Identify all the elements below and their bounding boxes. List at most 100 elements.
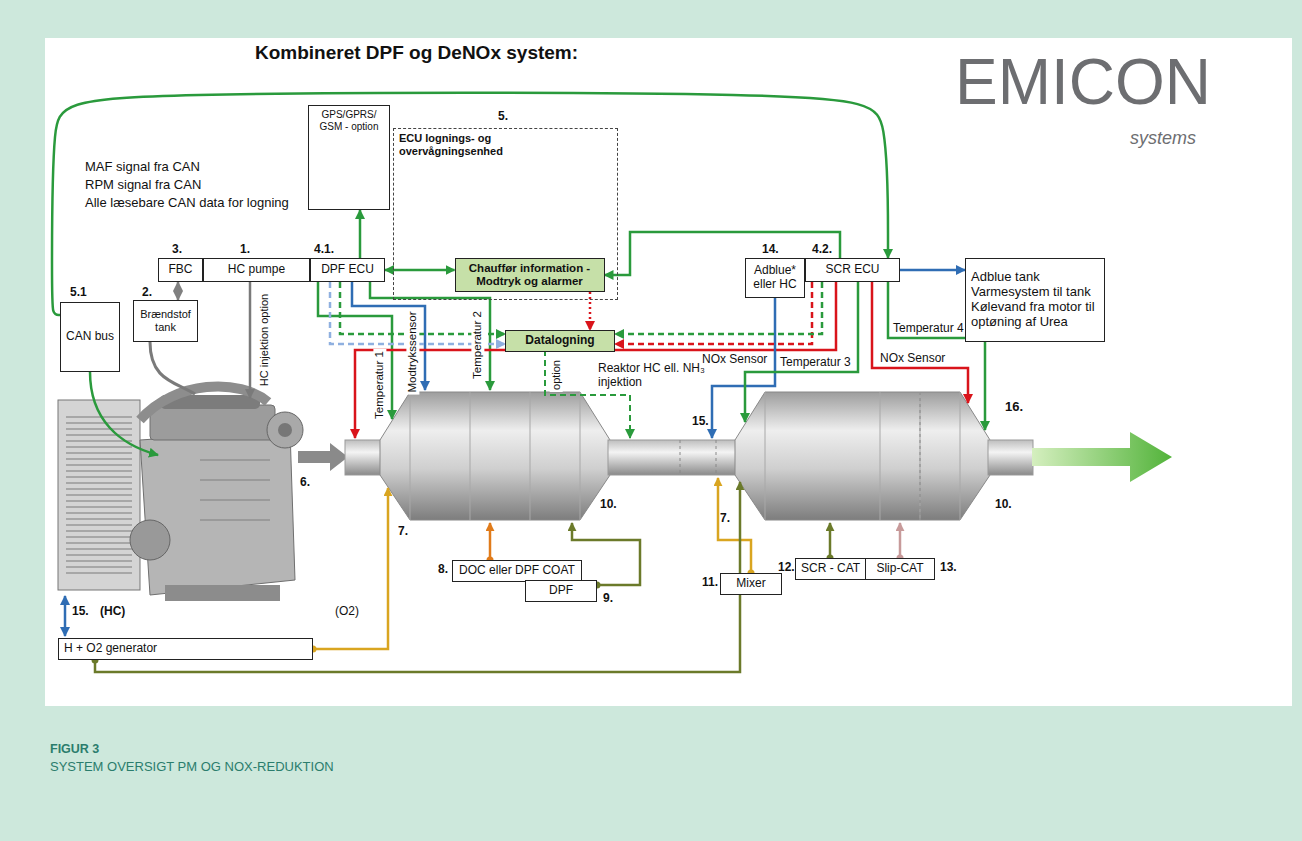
- connector: [52, 93, 888, 315]
- can-wire: [90, 372, 158, 455]
- callout-number: 10.: [995, 498, 1012, 512]
- can-bus-box: CAN bus: [60, 302, 120, 372]
- signal-note: Alle læsebare CAN data for logning: [85, 196, 289, 211]
- radiator-grill: [66, 412, 132, 578]
- callout-number: 6.: [300, 476, 310, 490]
- scr-canister: [735, 392, 990, 520]
- callout-number: 13.: [940, 561, 957, 575]
- figure-panel: [45, 38, 1292, 706]
- node-text: HC pumpe: [228, 263, 285, 277]
- datalog-box: Datalogning: [505, 330, 615, 352]
- callout-number: 2.: [142, 286, 152, 300]
- ecu-box: SCR ECU: [805, 258, 900, 282]
- node-text: Slip-CAT: [876, 562, 923, 576]
- signal-name: NOx Sensor: [700, 353, 769, 367]
- fuel-line: [150, 342, 195, 394]
- inlet-pipe: [345, 440, 385, 475]
- pulley: [130, 520, 170, 560]
- clean-exhaust-arrow: [1032, 432, 1172, 482]
- callout-number: 9.: [603, 592, 613, 606]
- callout-number: 15.: [692, 415, 709, 429]
- turbo-hub: [278, 423, 292, 437]
- callout-number: 5.: [498, 110, 508, 124]
- o2-line: [313, 488, 388, 649]
- figure-caption: SYSTEM OVERSIGT PM OG NOX-REDUKTION: [50, 760, 334, 775]
- dpf-canister: [380, 392, 610, 520]
- block-ribs: [200, 460, 270, 520]
- signal-name: Temperatur 4: [893, 322, 964, 336]
- signal-name: HC injektion option: [258, 294, 271, 386]
- node-text: SCR - CAT: [801, 562, 860, 576]
- oil-pan: [165, 585, 280, 601]
- hc-line: [64, 596, 67, 636]
- leader-line: [572, 523, 640, 585]
- connector: [589, 292, 592, 330]
- injection-line: [712, 298, 775, 438]
- callout-number: 11.: [702, 576, 718, 590]
- callout-number: 4.1.: [314, 243, 334, 257]
- signal-name: Temperatur 3: [780, 356, 851, 370]
- callout-number: 8.: [438, 563, 448, 577]
- node-text: CAN bus: [66, 330, 114, 344]
- cylinder-head: [150, 405, 275, 440]
- connector: [359, 210, 362, 258]
- leader-line: [899, 523, 902, 558]
- pump-box: HC pumpe: [203, 258, 310, 282]
- leader-line: [718, 478, 751, 573]
- signal-name: (O2): [335, 605, 359, 619]
- signal-name: option: [550, 358, 563, 392]
- callout-number: 10.: [600, 498, 617, 512]
- callout-number: 12.: [778, 561, 795, 575]
- node-text: FBC: [169, 263, 193, 277]
- signal-name: Temperatur 2: [471, 309, 484, 381]
- signal-name: Modtrykssensor: [406, 309, 419, 394]
- connector: [385, 269, 455, 272]
- mixer-section: [680, 440, 716, 475]
- logo-subtext: systems: [1130, 128, 1196, 149]
- connector: [177, 282, 180, 300]
- node-text: H + O2 generator: [64, 642, 157, 656]
- tank-info-box: Adblue tank Varmesystem til tank Kølevan…: [965, 258, 1105, 342]
- signal-name: (HC): [100, 605, 125, 619]
- slip-section: [920, 392, 921, 520]
- node-text: Brændstof tank: [139, 308, 192, 333]
- leader-line: [829, 523, 832, 558]
- signal-name: NOx Sensor: [880, 352, 945, 366]
- callout-number: 4.2.: [812, 243, 832, 257]
- node-text: ECU lognings- og overvågningsenhed: [399, 132, 517, 157]
- node-text: DOC eller DPF COAT: [459, 564, 575, 578]
- signal-note: MAF signal fra CAN: [85, 160, 200, 175]
- connector: [900, 269, 965, 272]
- callout-number: 1.: [240, 243, 250, 257]
- signal-name: Temperatur 1: [373, 349, 386, 421]
- generator-box: H + O2 generator: [58, 638, 313, 660]
- callout-number: 5.1: [70, 286, 87, 300]
- node-text: Adblue* eller HC: [751, 264, 799, 292]
- component-box: DPF: [525, 580, 597, 602]
- radiator: [58, 400, 140, 590]
- node-text: Mixer: [736, 577, 765, 591]
- driver-info-box: Chauffør information - Modtryk og alarme…: [455, 258, 605, 292]
- callout-number: 3.: [172, 243, 182, 257]
- engine: [58, 386, 303, 601]
- figure-number: FIGUR 3: [50, 742, 99, 756]
- logo-text: EMICON: [955, 46, 1211, 120]
- callout-number: 15.: [72, 605, 89, 619]
- gps-box: GPS/GPRS/ GSM - option: [308, 105, 390, 210]
- callout-number: 7.: [720, 512, 730, 526]
- sensor-lines: [65, 282, 985, 672]
- diagram-title: Kombineret DPF og DeNOx system:: [255, 42, 578, 64]
- callout-number: 14.: [762, 243, 779, 257]
- dosing-box: Adblue* eller HC: [745, 258, 805, 298]
- signal-name: Reaktor HC ell. NH₃ injektion: [598, 362, 706, 390]
- node-text: Adblue tank Varmesystem til tank Kølevan…: [971, 270, 1099, 330]
- node-text: GPS/GPRS/ GSM - option: [314, 109, 384, 132]
- hc-injection-line: [249, 282, 252, 398]
- ecu-box: DPF ECU: [310, 258, 385, 282]
- component-box: Slip-CAT: [865, 558, 935, 580]
- nox-sensor-line: [355, 282, 836, 438]
- signal-note: RPM signal fra CAN: [85, 178, 201, 193]
- component-box: SCR - CAT: [795, 558, 866, 580]
